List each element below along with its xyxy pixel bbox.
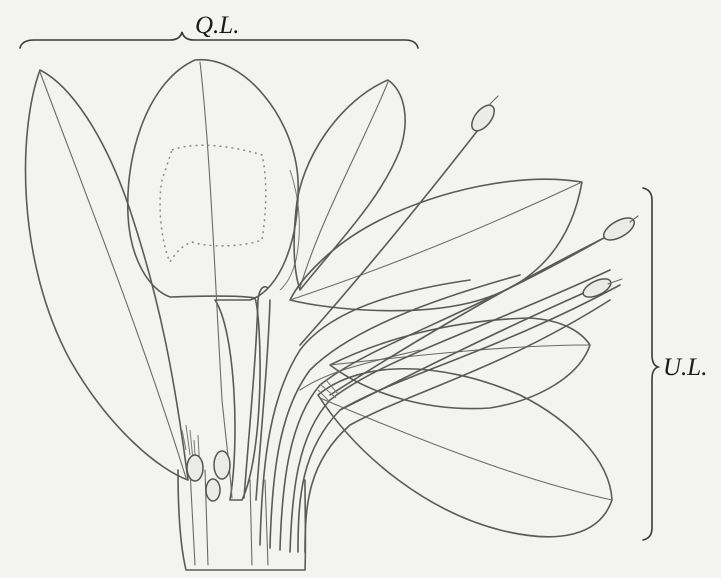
style [244,287,270,500]
basal-gland-2 [214,451,230,479]
lower-right-petal [318,369,612,537]
bracket-u-l [643,188,658,540]
left-petal [26,70,188,480]
label-q-l: Q.L. [195,12,239,39]
label-u-l: U.L. [663,354,707,381]
stamen-column [260,240,620,552]
stamen-2 [330,214,638,395]
basal-gland-3 [206,479,220,501]
right-upper-petal [294,80,405,290]
basal-gland-1 [187,455,203,481]
center-petal [128,60,300,500]
anther-2 [600,214,637,245]
upper-large-petal [290,179,582,310]
stippled-patch [160,145,266,262]
stamen-3 [340,275,622,410]
anther-1 [467,101,498,134]
